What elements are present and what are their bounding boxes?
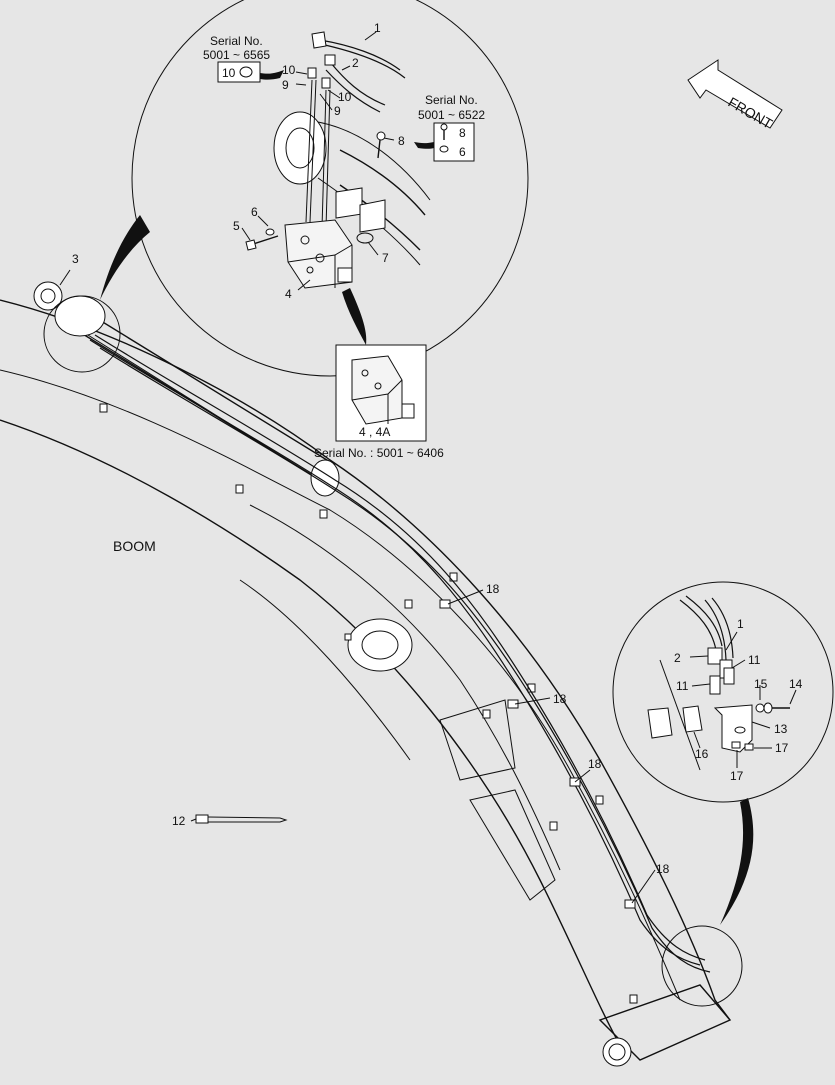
callout-9: 9 [282,78,289,92]
callout-d13: 13 [774,722,788,736]
serial-box-left [217,61,284,83]
boom-label: BOOM [113,538,156,554]
callout-4: 4 [285,287,292,301]
callout-1: 1 [374,21,381,35]
callout-d1: 1 [737,617,744,631]
callout-d14: 14 [789,677,803,691]
callout-10-box: 10 [222,66,236,80]
callout-18-d: 18 [656,862,670,876]
hose-lines [89,334,711,973]
serial-right-title: Serial No. [425,93,478,107]
callout-d11-b: 11 [676,679,689,693]
serial-valve-label: Serial No. : 5001 ~ 6406 [314,446,444,460]
callout-2: 2 [352,56,359,70]
callout-6: 6 [251,205,258,219]
callout-d17-b: 17 [775,741,789,755]
callout-18-a: 18 [486,582,500,596]
callout-12: 12 [172,814,186,828]
callout-5: 5 [233,219,240,233]
detail-right [612,581,834,925]
serial-right-range: 5001 ~ 6522 [418,108,485,122]
callout-6-box: 6 [459,145,466,159]
text-labels: FRONT BOOM Serial No. 5001 ~ 6565 10 Ser… [72,21,803,876]
callout-3: 3 [72,252,79,266]
leader-lines [59,31,797,904]
callout-7: 7 [382,251,389,265]
callout-10: 10 [282,63,296,77]
detail-circle-tip [661,925,743,1007]
hose-clamps [439,599,636,909]
callout-d17-a: 17 [730,769,744,783]
callout-d15: 15 [754,677,768,691]
callout-9b: 9 [334,104,341,118]
serial-box-right [414,122,475,162]
serial-left-title: Serial No. [210,34,263,48]
boom-body [0,281,732,1067]
callout-d2: 2 [674,651,681,665]
valve-part-label: 4 , 4A [359,425,390,439]
valve-inset [335,344,427,442]
callout-18-c: 18 [588,757,602,771]
callout-18-b: 18 [553,692,567,706]
callout-10b: 10 [338,90,352,104]
cable-tie [195,814,288,824]
callout-d16: 16 [695,747,709,761]
callout-8: 8 [398,134,405,148]
front-arrow [687,59,783,129]
callout-8-box: 8 [459,126,466,140]
detail-top-large [100,0,529,377]
callout-d11-a: 11 [748,653,761,667]
serial-left-range: 5001 ~ 6565 [203,48,270,62]
detail-circle-root [43,295,121,373]
